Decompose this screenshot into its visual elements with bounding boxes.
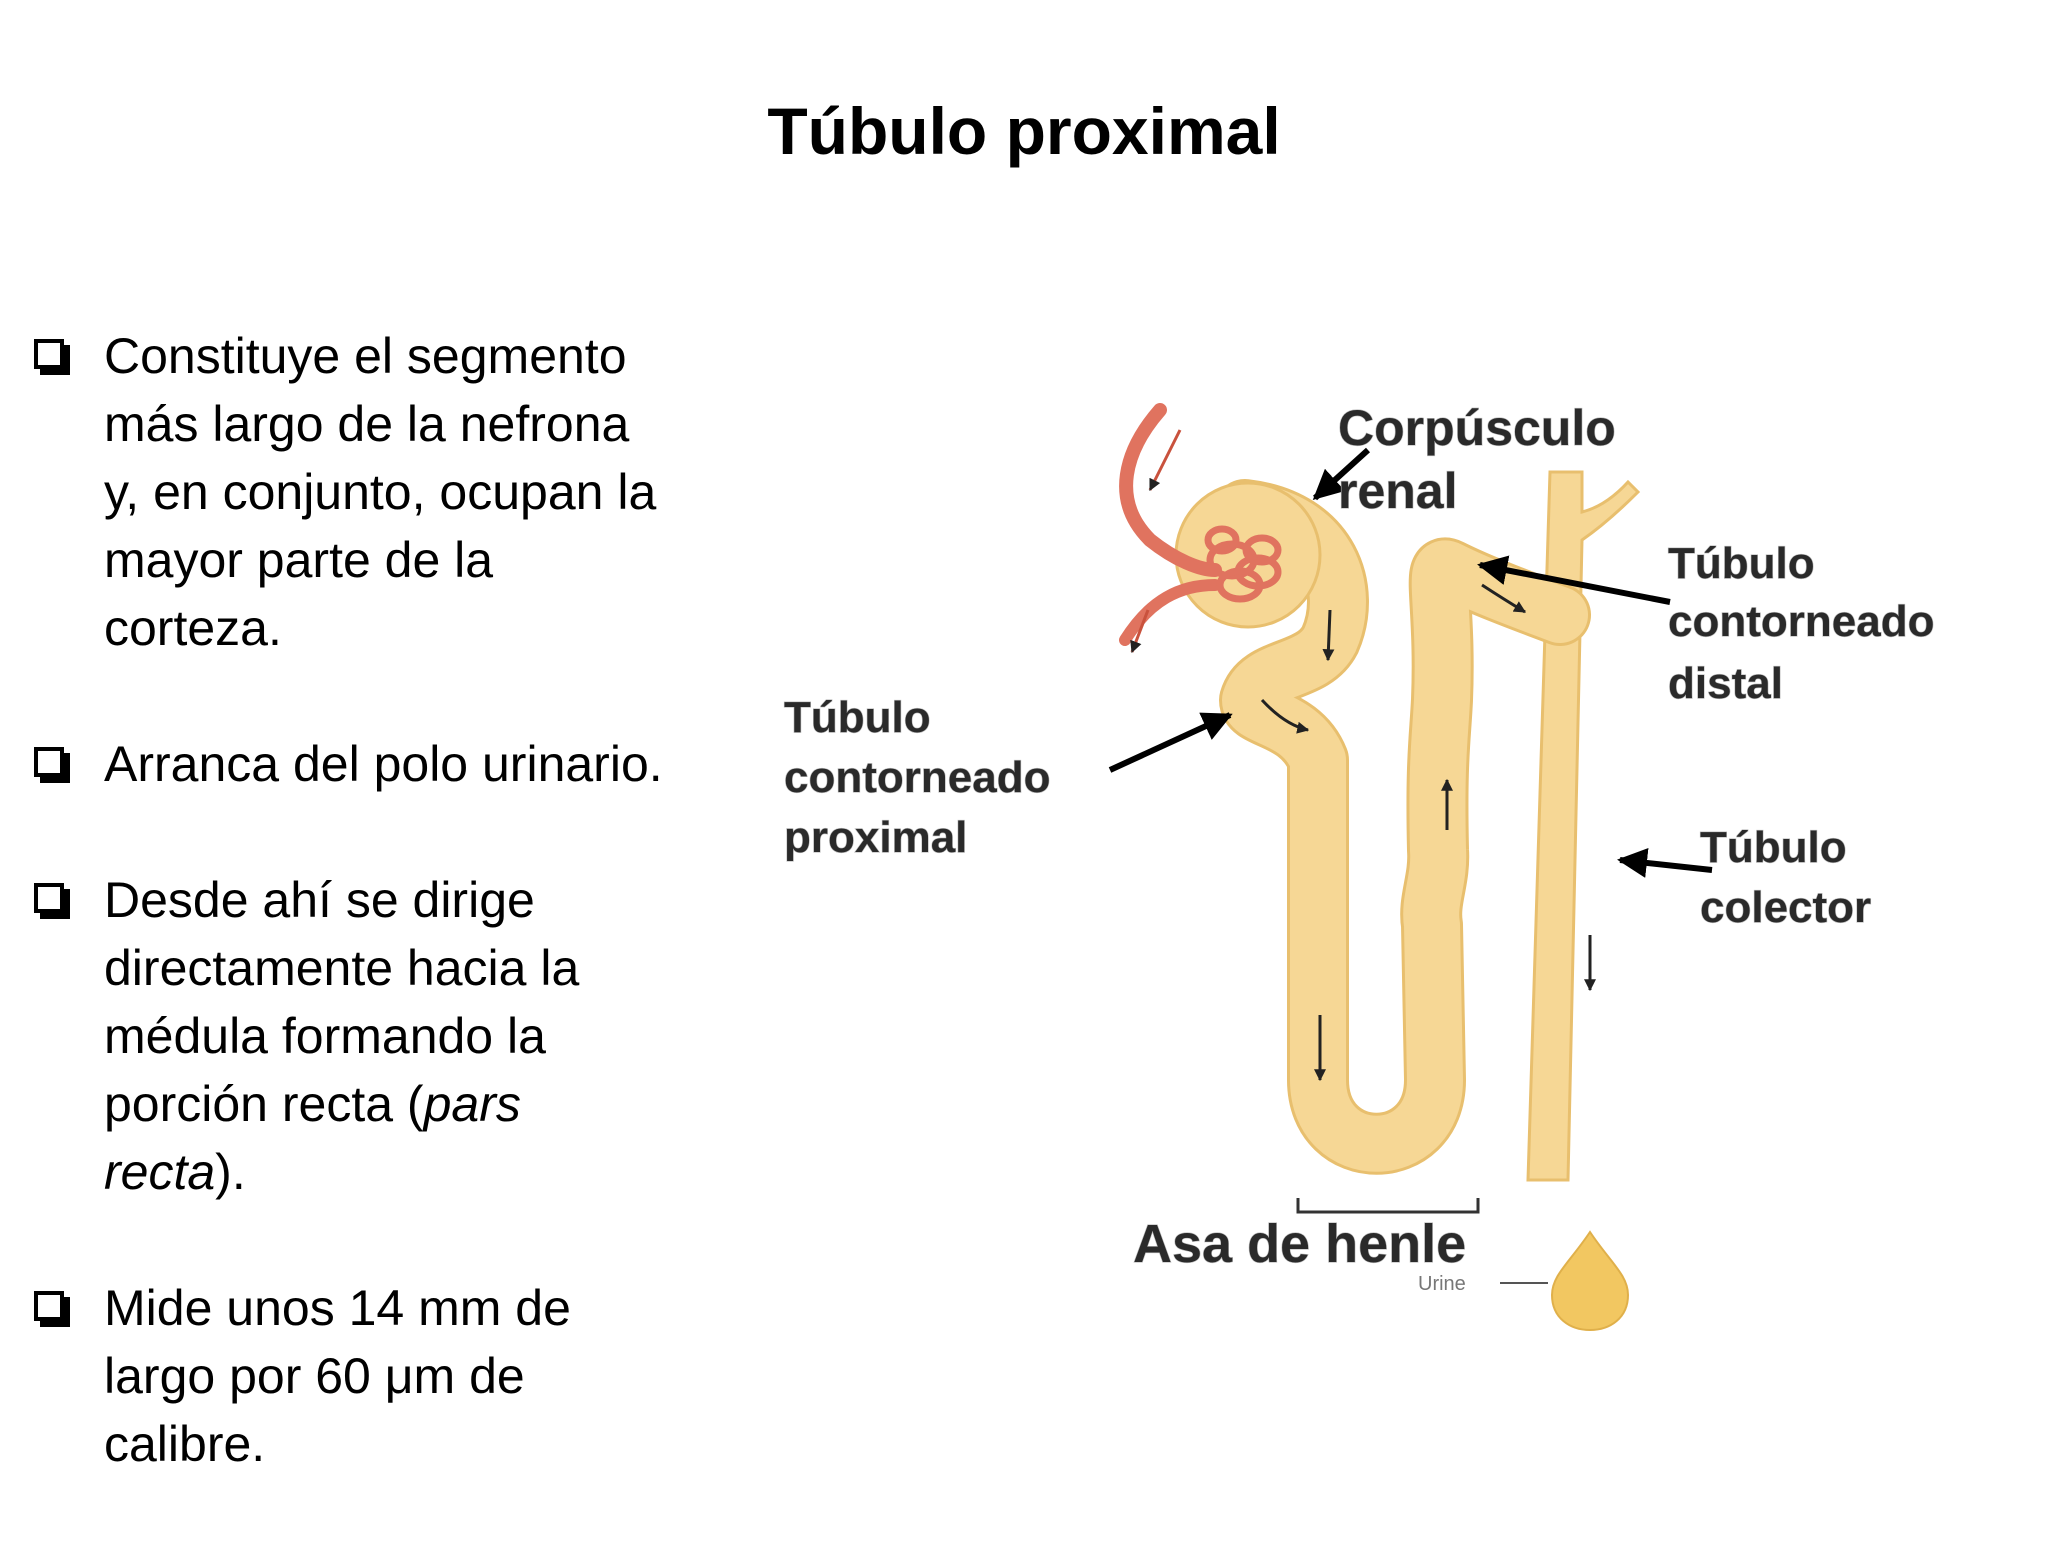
label-distal-3: distal (1668, 659, 1783, 708)
label-asa-henle: Asa de henle (1133, 1214, 1466, 1274)
arrow-proximal (1108, 712, 1233, 773)
vessel-arrow (1130, 609, 1150, 654)
bullet-line: Desde ahí se dirige (104, 872, 535, 928)
bullet-line: y, en conjunto, ocupan la (104, 464, 657, 520)
arrow-distal (1477, 555, 1671, 605)
bullet-line: mayor parte de la (104, 532, 494, 588)
bullet-list: Constituye el segmento más largo de la n… (28, 322, 768, 1546)
urine-drop (1550, 1230, 1630, 1332)
label-arrows (1108, 447, 1713, 878)
label-proximal-3: proximal (784, 813, 967, 862)
italic-term: pars (423, 1076, 521, 1132)
label-colector-2: colector (1700, 883, 1871, 932)
checkbox-bullet-icon (34, 883, 64, 913)
italic-term: recta (104, 1144, 216, 1200)
label-distal-2: contorneado (1668, 597, 1934, 646)
bullet-line: porción recta (pars (104, 1076, 521, 1132)
nephron-tubule-fill (1217, 482, 1588, 1172)
bullet-item: Desde ahí se dirige directamente hacia l… (28, 866, 768, 1206)
bullet-line: directamente hacia la (104, 940, 580, 996)
afferent-arteriole (1119, 403, 1222, 577)
bullet-item: Constituye el segmento más largo de la n… (28, 322, 768, 662)
label-renal: renal (1338, 463, 1458, 519)
bullet-line: largo por 60 μm de (104, 1348, 525, 1404)
bullet-line: Constituye el segmento (104, 328, 627, 384)
arrow-corpusculo (1312, 447, 1371, 501)
bullet-line: Arranca del polo urinario. (104, 736, 663, 792)
collecting-duct (1526, 470, 1641, 1182)
glomerulus (1204, 525, 1282, 603)
henle-bracket (1296, 1198, 1480, 1214)
checkbox-bullet-icon (34, 747, 64, 777)
bullet-item: Arranca del polo urinario. (28, 730, 768, 798)
bullet-line: Mide unos 14 mm de (104, 1280, 571, 1336)
label-distal-1: Túbulo (1668, 539, 1815, 588)
label-proximal-1: Túbulo (784, 693, 931, 742)
slide-title: Túbulo proximal (767, 94, 1281, 168)
checkbox-bullet-icon (34, 339, 64, 369)
bullet-line: corteza. (104, 600, 282, 656)
label-urine: Urine (1418, 1273, 1466, 1295)
label-corpusculo: Corpúsculo (1338, 400, 1616, 456)
vessel-arrow (1148, 429, 1182, 492)
efferent-arteriole (1119, 579, 1221, 646)
flow-arrows (1260, 583, 1596, 1082)
nephron-diagram: Corpúsculo renal Túbulo contorneado dist… (783, 399, 1935, 1332)
bullet-line: calibre. (104, 1416, 266, 1472)
label-proximal-2: contorneado (784, 753, 1050, 802)
arrow-colector (1617, 848, 1713, 878)
bullet-line: médula formando la (104, 1008, 546, 1064)
bullet-line: recta). (104, 1144, 246, 1200)
bullet-item: Mide unos 14 mm de largo por 60 μm de ca… (28, 1274, 768, 1478)
label-colector-1: Túbulo (1700, 823, 1847, 872)
checkbox-bullet-icon (34, 1291, 64, 1321)
bullet-line: más largo de la nefrona (104, 396, 630, 452)
